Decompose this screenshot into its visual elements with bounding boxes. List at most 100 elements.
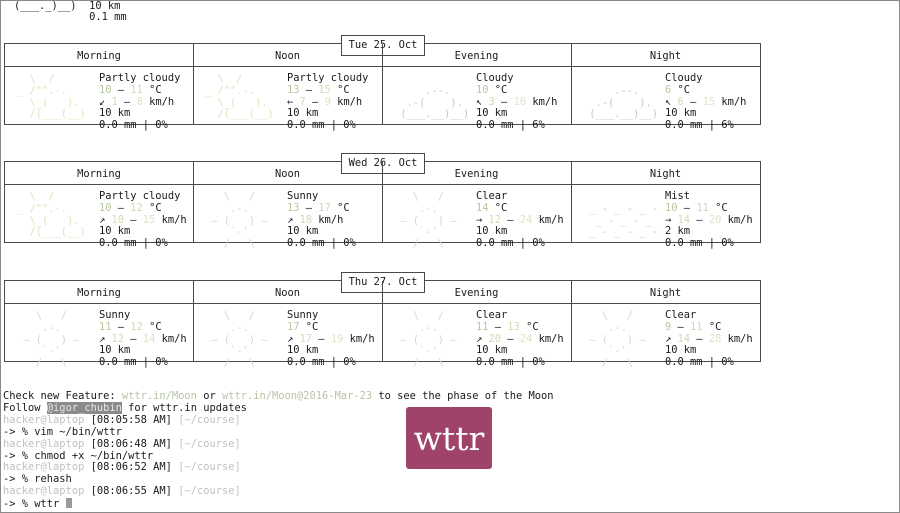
temperature: 14 °C: [476, 201, 508, 214]
weather-info: Clear 11 – 13 °C ↗ 20 – 24 km/h 10 km 0.…: [476, 309, 564, 369]
prompt-cwd: [~/course]: [178, 413, 241, 426]
weather-sunny-icon: \ / .-. ― ( ) ― `-' / \: [211, 310, 268, 370]
condition: Cloudy: [665, 72, 703, 84]
command-input[interactable]: wttr: [34, 498, 60, 511]
wind: → 12 – 24 km/h: [476, 213, 564, 226]
column-divider: [382, 162, 383, 242]
terminal-output: Check new Feature: wttr.in/Moon or wttr.…: [3, 390, 554, 511]
weather-partly-cloudy-icon: \ / _ /"".-. \_( ). /(___(__): [17, 73, 86, 121]
weather-info: Cloudy 6 °C ↖ 6 – 15 km/h 10 km 0.0 mm |…: [665, 72, 747, 132]
prompt-time: [08:06:55 AM]: [90, 485, 172, 498]
weather-sunny-icon: \ / .-. ― ( ) ― `-' / \: [400, 310, 457, 370]
condition: Sunny: [287, 190, 319, 202]
wind: ↖ 3 – 10 km/h: [476, 95, 558, 108]
wind: ↗ 20 – 24 km/h: [476, 332, 564, 345]
period-label: Evening: [454, 50, 499, 62]
weather-partly-cloudy-icon: \ / _ /"".-. \_( ). /(___(__): [205, 73, 274, 121]
period-label: Morning: [77, 50, 121, 62]
command: rehash: [34, 473, 72, 486]
precipitation: 0.0 mm | 0%: [99, 356, 168, 369]
precipitation: 0.0 mm | 0%: [287, 119, 356, 132]
prompt-time: [08:06:52 AM]: [90, 461, 172, 474]
command: vim ~/bin/wttr: [34, 425, 122, 438]
wind: → 14 – 20 km/h: [665, 213, 753, 226]
temperature: 13 – 17 °C: [287, 201, 350, 214]
temperature: 6 °C: [665, 83, 691, 96]
column-divider: [571, 281, 572, 361]
wind: ↗ 18 km/h: [287, 213, 344, 226]
period-evening: Evening \ / .-. ― ( ) ― `-' / \Clear 11 …: [382, 281, 571, 369]
wind: ↙ 1 – 8 km/h: [99, 95, 175, 108]
period-label: Night: [649, 50, 682, 62]
visibility: 10 km: [476, 225, 508, 238]
temperature: 13 – 15 °C: [287, 83, 350, 96]
visibility: 2 km: [665, 225, 691, 238]
prompt-cwd: [~/course]: [178, 461, 241, 474]
wind: ↗ 14 – 28 km/h: [665, 332, 753, 345]
period-label: Noon: [274, 287, 301, 299]
temperature: 10 – 12 °C: [99, 201, 162, 214]
condition: Partly cloudy: [99, 190, 181, 202]
precipitation: 0.0 mm | 0%: [476, 237, 545, 250]
precipitation: 0.0 mm | 0%: [99, 237, 168, 250]
prompt-cwd: [~/course]: [178, 437, 241, 450]
column-divider: [382, 44, 383, 124]
period-label: Night: [649, 168, 682, 180]
follow-text: Follow: [3, 401, 47, 414]
column-divider: [193, 44, 194, 124]
text-cursor[interactable]: [65, 498, 72, 509]
weather-sunny-icon: \ / .-. ― ( ) ― `-' / \: [211, 191, 268, 251]
feature-text-suffix: to see the phase of the Moon: [372, 390, 554, 402]
temperature: 17 °C: [287, 320, 319, 333]
prompt-time: [08:06:48 AM]: [90, 437, 172, 450]
precipitation: 0.0 mm | 0%: [476, 356, 545, 369]
condition: Partly cloudy: [99, 72, 181, 84]
follow-text-suffix: for wttr.in updates: [121, 401, 247, 414]
period-noon: Noon \ / _ /"".-. \_( ). /(___(__)Partly…: [193, 44, 382, 131]
visibility: 10 km: [287, 344, 319, 357]
period-evening: Evening .--. .-( ). (___.__)__)Cloudy 10…: [382, 44, 571, 131]
weather-info: Mist 10 – 11 °C → 14 – 20 km/h 2 km 0.0 …: [665, 190, 753, 250]
weather-info: Sunny 17 °C ↗ 17 – 19 km/h 10 km 0.0 mm …: [287, 309, 375, 369]
visibility: 10 km: [99, 344, 131, 357]
temperature: 11 – 12 °C: [99, 320, 162, 333]
visibility: 10 km: [287, 225, 319, 238]
weather-info: Clear 14 °C → 12 – 24 km/h 10 km 0.0 mm …: [476, 190, 564, 250]
period-label: Evening: [454, 168, 499, 180]
precip-line: 0.1 mm: [14, 11, 127, 23]
condition: Sunny: [287, 309, 319, 321]
precipitation: 0.0 mm | 0%: [665, 356, 734, 369]
visibility: 10 km: [476, 344, 508, 357]
period-evening: Evening \ / .-. ― ( ) ― `-' / \Clear 14 …: [382, 162, 571, 250]
period-morning: Morning \ / _ /"".-. \_( ). /(___(__)Par…: [5, 162, 193, 249]
prompt-time: [08:05:58 AM]: [90, 413, 172, 426]
visibility: 10 km: [665, 107, 697, 120]
previous-output: (___._)__) 10 km 0.1 mm: [14, 1, 127, 23]
period-morning: Morning \ / .-. ― ( ) ― `-' / \Sunny 11 …: [5, 281, 193, 369]
period-noon: Noon \ / .-. ― ( ) ― `-' / \Sunny 13 – 1…: [193, 162, 382, 250]
visibility-line: (___._)__) 10 km: [14, 0, 121, 12]
column-divider: [193, 281, 194, 361]
prompt-arrow: -> %: [3, 498, 35, 511]
weather-partly-cloudy-icon: \ / _ /"".-. \_( ). /(___(__): [17, 191, 86, 239]
visibility: 10 km: [99, 225, 131, 238]
weather-info: Sunny 13 – 17 °C ↗ 18 km/h 10 km 0.0 mm …: [287, 190, 356, 250]
period-label: Night: [649, 287, 682, 299]
prompt-arrow: -> %: [3, 449, 35, 462]
visibility: 10 km: [476, 107, 508, 120]
command: chmod +x ~/bin/wttr: [34, 449, 154, 462]
moon-link[interactable]: wttr.in/Moon: [121, 390, 197, 402]
moon-date-link[interactable]: wttr.in/Moon@2016-Mar-23: [221, 390, 373, 402]
weather-sunny-icon: \ / .-. ― ( ) ― `-' / \: [589, 310, 646, 370]
temperature: 11 – 13 °C: [476, 320, 539, 333]
weather-cloudy-icon: .--. .-( ). (___.__)__): [589, 84, 659, 121]
column-divider: [193, 162, 194, 242]
precipitation: 0.0 mm | 6%: [476, 119, 545, 132]
prompt-host: hacker@laptop: [3, 437, 85, 450]
temperature: 10 – 11 °C: [665, 201, 728, 214]
wind: ↖ 6 – 15 km/h: [665, 95, 747, 108]
weather-info: Sunny 11 – 12 °C ↗ 12 – 14 km/h 10 km 0.…: [99, 309, 187, 369]
twitter-handle[interactable]: @igor_chubin: [46, 401, 122, 414]
